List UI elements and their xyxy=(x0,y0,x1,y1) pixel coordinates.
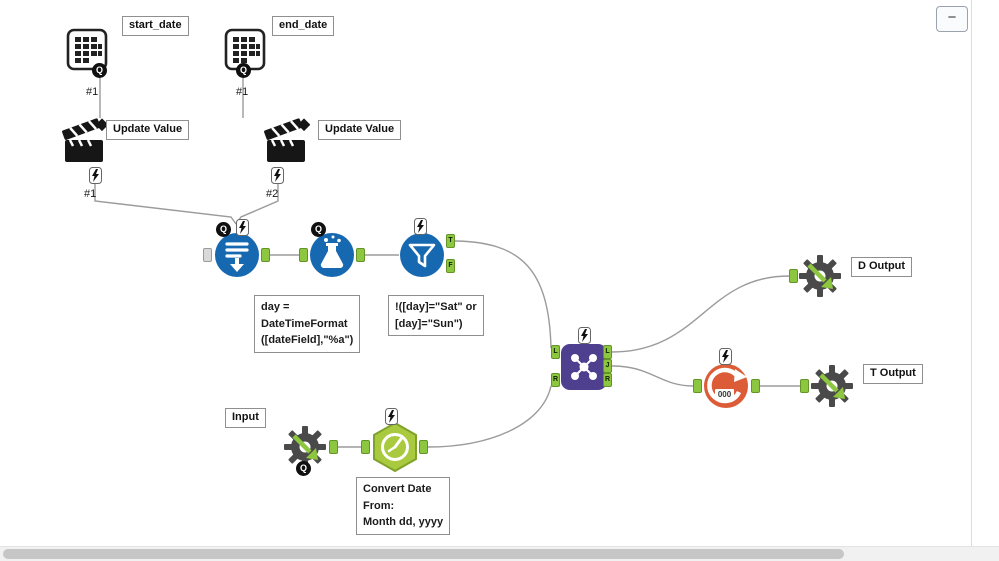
count-in-anchor[interactable] xyxy=(693,379,702,393)
filter-false-anchor[interactable]: F xyxy=(446,259,455,273)
lightning-action-icon xyxy=(719,348,732,370)
input-out-anchor[interactable] xyxy=(329,440,338,454)
wire-datetime-join-right[interactable] xyxy=(427,385,552,448)
anchor-letter: R xyxy=(552,376,559,383)
q-letter: Q xyxy=(95,65,103,75)
gear-arrow-icon xyxy=(809,365,855,413)
tool-macro-input[interactable] xyxy=(282,424,328,475)
tool-label-end-date[interactable]: end_date xyxy=(272,16,335,36)
tool-label-update-value-right[interactable]: Update Value xyxy=(318,120,402,140)
lightning-action-icon xyxy=(89,167,102,189)
join-right-in-anchor[interactable]: R xyxy=(551,373,560,387)
count-records-icon: 000 xyxy=(702,364,750,414)
filter-funnel-icon xyxy=(399,233,445,282)
wire-join-doutput[interactable] xyxy=(611,275,790,353)
text-input-optional-in-anchor[interactable] xyxy=(203,248,212,262)
q-letter: Q xyxy=(299,463,307,473)
wire-filter-join-left[interactable] xyxy=(454,240,552,349)
tool-filter[interactable] xyxy=(399,232,445,283)
anchor-letter: F xyxy=(448,262,453,269)
tool-count-records[interactable]: 000 xyxy=(702,362,750,415)
q-letter: Q xyxy=(239,65,247,75)
formula-annotation[interactable]: day = DateTimeFormat ([dateField],"%a") xyxy=(254,295,361,353)
anchor-letter: T xyxy=(448,237,453,244)
connection-label-start-date: #1 xyxy=(86,86,99,98)
wire-join-count[interactable] xyxy=(611,365,694,387)
tool-label-t-output[interactable]: T Output xyxy=(863,364,923,384)
filter-true-anchor[interactable]: T xyxy=(446,234,455,248)
join-left-out-anchor[interactable]: L xyxy=(603,345,612,359)
tool-update-value-left[interactable] xyxy=(62,116,109,171)
connection-label-end-date: #1 xyxy=(236,86,249,98)
panel-divider xyxy=(971,0,972,546)
d-output-in-anchor[interactable] xyxy=(789,269,798,283)
tool-label-update-value-left[interactable]: Update Value xyxy=(106,120,190,140)
q-letter: Q xyxy=(314,224,322,234)
wire-action1-textinput[interactable] xyxy=(94,184,237,225)
tool-macro-output-d[interactable] xyxy=(797,253,843,304)
q-anchor-start-date[interactable]: Q xyxy=(92,63,107,78)
horizontal-scrollbar[interactable] xyxy=(0,546,999,561)
tool-formula[interactable] xyxy=(309,232,355,283)
tool-join[interactable] xyxy=(560,343,608,396)
t-output-in-anchor[interactable] xyxy=(800,379,809,393)
gear-arrow-icon xyxy=(282,426,328,474)
anchor-letter: L xyxy=(605,348,610,355)
anchor-letter: J xyxy=(605,362,610,369)
count-out-anchor[interactable] xyxy=(751,379,760,393)
q-anchor-formula[interactable]: Q xyxy=(311,222,326,237)
zoom-out-button[interactable]: − xyxy=(936,6,968,32)
text-input-icon xyxy=(214,233,260,282)
text-input-out-anchor[interactable] xyxy=(261,248,270,262)
clapperboard-icon xyxy=(264,118,311,170)
scrollbar-thumb[interactable] xyxy=(3,549,844,559)
lightning-action-icon xyxy=(385,408,398,430)
lightning-action-icon xyxy=(414,218,427,240)
tool-label-d-output[interactable]: D Output xyxy=(851,257,913,277)
connection-label-action-right: #2 xyxy=(266,188,279,200)
gear-arrow-icon xyxy=(797,255,843,303)
join-network-icon xyxy=(560,344,608,395)
tool-label-input[interactable]: Input xyxy=(225,408,266,428)
count-records-value: 000 xyxy=(718,390,732,399)
q-letter: Q xyxy=(219,224,227,234)
join-right-out-anchor[interactable]: R xyxy=(603,373,612,387)
datetime-annotation[interactable]: Convert Date From: Month dd, yyyy xyxy=(356,477,451,535)
tool-macro-output-t[interactable] xyxy=(809,363,855,414)
anchor-letter: R xyxy=(604,376,611,383)
filter-annotation[interactable]: !([day]="Sat" or [day]="Sun") xyxy=(388,295,484,336)
q-anchor-end-date[interactable]: Q xyxy=(236,63,251,78)
datetime-in-anchor[interactable] xyxy=(361,440,370,454)
join-left-in-anchor[interactable]: L xyxy=(551,345,560,359)
formula-flask-icon xyxy=(309,233,355,282)
tool-datetime[interactable] xyxy=(370,421,420,477)
clapperboard-icon xyxy=(62,118,109,170)
formula-out-anchor[interactable] xyxy=(356,248,365,262)
lightning-action-icon xyxy=(236,219,249,241)
connection-label-action-left: #1 xyxy=(84,188,97,200)
datetime-out-anchor[interactable] xyxy=(419,440,428,454)
tool-date-start[interactable] xyxy=(66,26,108,77)
join-join-out-anchor[interactable]: J xyxy=(603,359,612,373)
datetime-gauge-icon xyxy=(370,421,420,476)
tool-update-value-right[interactable] xyxy=(264,116,311,171)
q-anchor-text-input[interactable]: Q xyxy=(216,222,231,237)
q-anchor-input[interactable]: Q xyxy=(296,461,311,476)
tool-text-input[interactable] xyxy=(214,232,260,283)
anchor-letter: L xyxy=(553,348,558,355)
formula-in-anchor[interactable] xyxy=(299,248,308,262)
tool-label-start-date[interactable]: start_date xyxy=(122,16,189,36)
lightning-action-icon xyxy=(271,167,284,189)
calendar-icon xyxy=(66,28,108,76)
lightning-action-icon xyxy=(578,327,591,349)
